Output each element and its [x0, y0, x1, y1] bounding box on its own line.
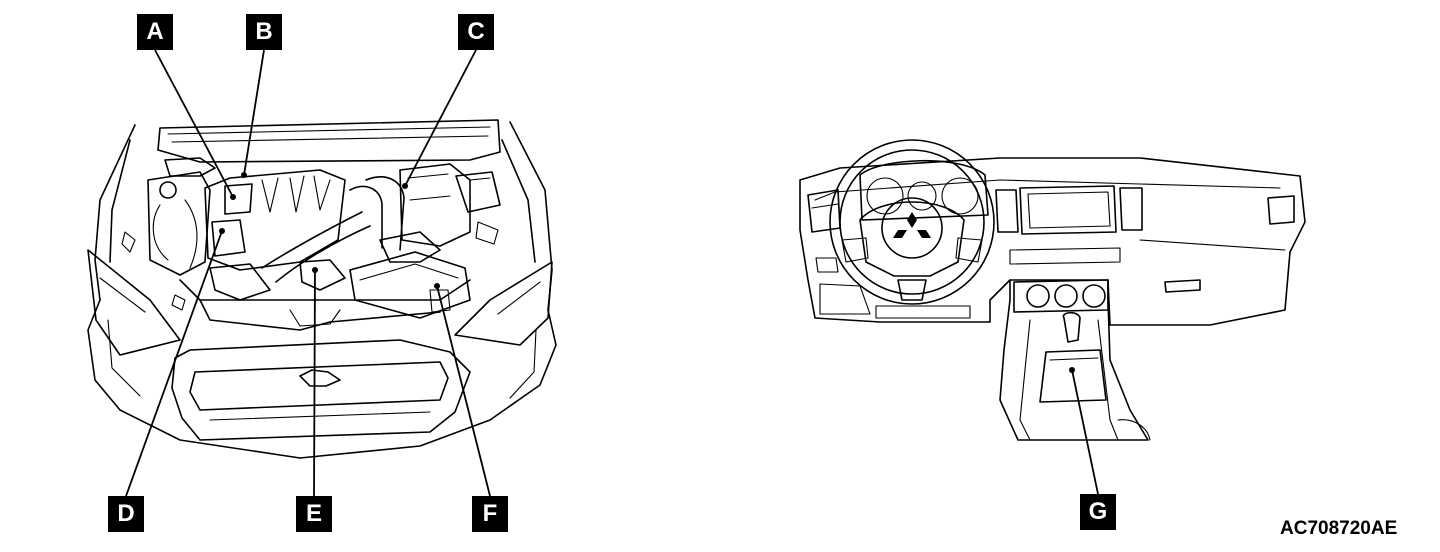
callout-label-e: E [296, 496, 332, 532]
callout-label-g: G [1080, 494, 1116, 530]
callout-label-c: C [458, 14, 494, 50]
three-diamond-emblem-icon [893, 212, 931, 238]
callout-label-d: D [108, 496, 144, 532]
leader-lines [125, 49, 1099, 497]
callout-label-f: F [472, 496, 508, 532]
figure-code: AC708720AE [1280, 518, 1398, 539]
dashboard-drawing [799, 139, 1306, 441]
callout-label-a: A [137, 14, 173, 50]
callout-label-b: B [246, 14, 282, 50]
engine-bay-drawing [87, 119, 557, 459]
